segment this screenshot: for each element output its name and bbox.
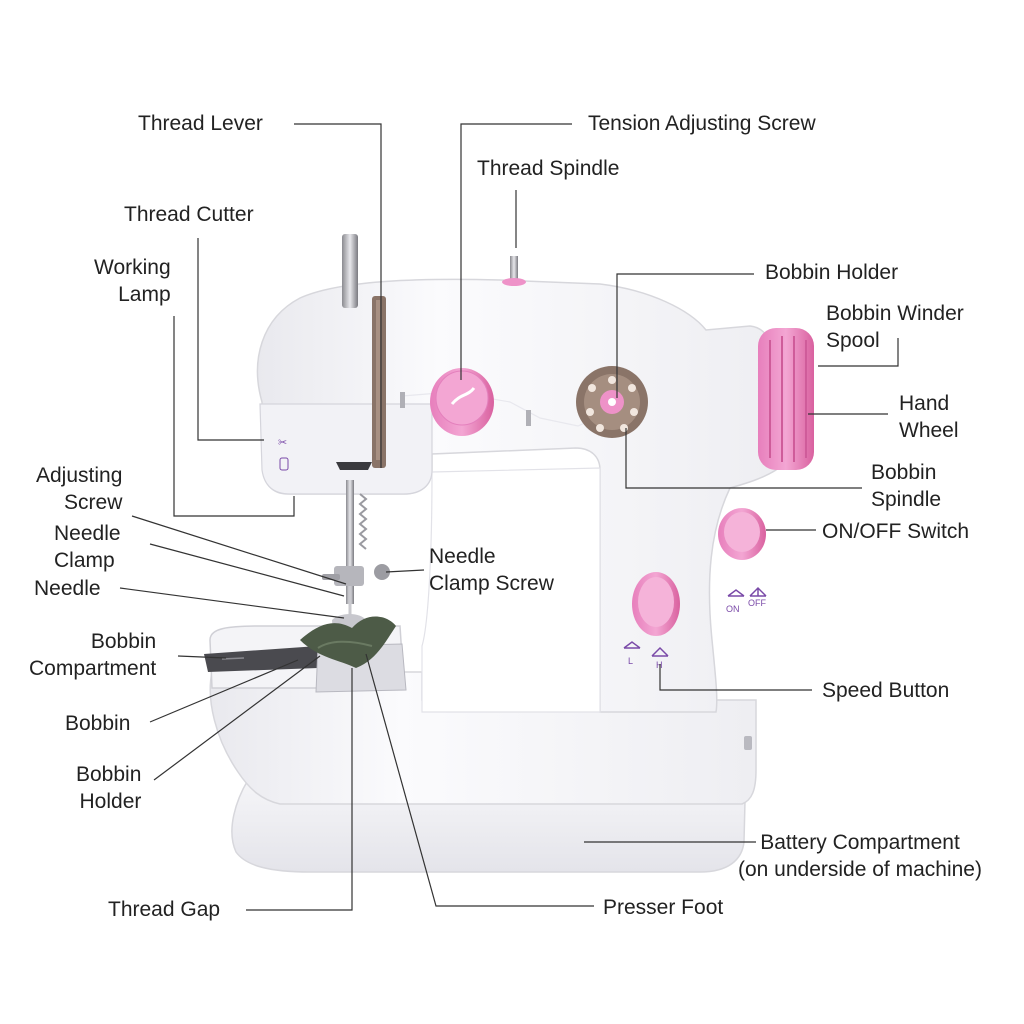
svg-text:✂: ✂ [278, 436, 287, 449]
label-bobbin-compartment: Bobbin Compartment [29, 630, 157, 680]
lamp-housing [259, 403, 433, 495]
arm-cavity [421, 467, 601, 713]
leader-thread-cutter [197, 238, 264, 441]
leader-thread-lever [294, 123, 382, 468]
label-adjusting-screw: Adjusting Screw [36, 464, 123, 514]
label-presser-foot: Presser Foot [603, 896, 724, 919]
label-needle-clamp-screw: Needle Clamp Screw [429, 545, 554, 595]
label-thread-gap: Thread Gap [108, 898, 221, 921]
off-marking: OFF [748, 598, 766, 608]
hand-wheel-part [758, 328, 814, 470]
leader-bobbin-holder-bottom [153, 655, 321, 781]
leader-needle-clamp [149, 543, 345, 597]
label-tension-adjusting-screw: Tension Adjusting Screw [588, 112, 816, 135]
label-thread-lever: Thread Lever [138, 112, 263, 135]
leader-bobbin-spindle [625, 428, 862, 489]
label-thread-spindle: Thread Spindle [477, 157, 620, 180]
leader-presser-foot [365, 653, 594, 907]
label-thread-cutter: Thread Cutter [124, 203, 254, 226]
label-bobbin-holder-top: Bobbin Holder [765, 261, 899, 284]
label-speed-button: Speed Button [822, 679, 950, 702]
label-on-off-switch: ON/OFF Switch [822, 520, 970, 543]
label-needle-clamp: Needle Clamp [54, 522, 121, 572]
needle-clamp-screw-part [374, 564, 390, 580]
label-working-lamp: Working Lamp [94, 256, 171, 306]
needle-clamp-part [334, 566, 364, 586]
leader-working-lamp [173, 316, 295, 517]
label-bobbin-winder-spool: Bobbin Winder Spool [826, 302, 964, 352]
thread-spindle-part [510, 256, 518, 280]
leader-needle [119, 587, 345, 619]
low-marking: L [628, 656, 633, 666]
leader-thread-gap [246, 668, 353, 911]
leader-bobbin-winder-spool [818, 338, 899, 367]
tension-knob [430, 368, 494, 436]
leader-speed-button [659, 664, 812, 691]
leader-needle-clamp-screw [385, 569, 425, 573]
leader-bobbin-holder-top [616, 273, 754, 398]
leader-lines [119, 123, 899, 911]
label-needle: Needle [34, 577, 101, 600]
label-bobbin-holder-bottom: Bobbin Holder [76, 763, 142, 813]
on-marking: ON [726, 604, 740, 614]
high-marking: H [656, 660, 663, 670]
label-bobbin: Bobbin [65, 712, 131, 735]
bobbin-cover-plate [204, 646, 321, 672]
bobbin-on-spindle [576, 366, 648, 438]
label-battery-compartment: Battery Compartment (on underside of mac… [738, 831, 982, 881]
label-hand-wheel: Hand Wheel [899, 392, 959, 442]
label-bobbin-spindle: Bobbin Spindle [871, 461, 942, 511]
presser-bar-rod [342, 234, 358, 308]
leader-adjusting-screw [131, 515, 347, 585]
leader-tension-screw [460, 123, 572, 380]
leader-bobbin-compartment [177, 655, 227, 659]
leader-bobbin [149, 659, 299, 723]
